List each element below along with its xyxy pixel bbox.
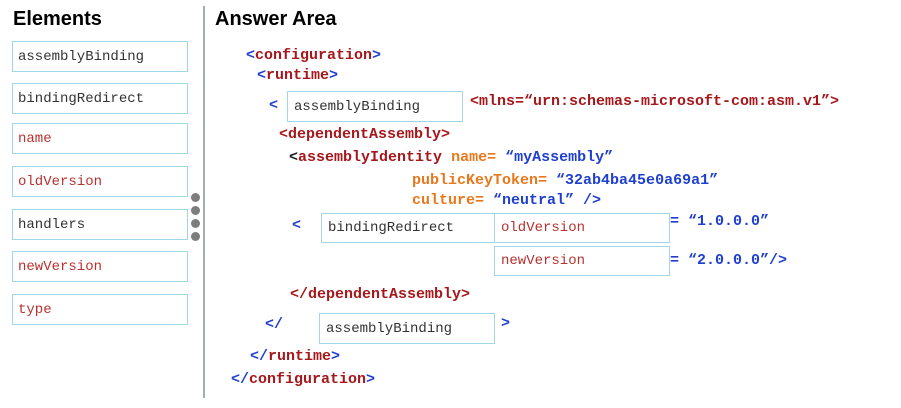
assembly-identity-line: <assemblyIdentity name= “myAssembly” — [289, 149, 613, 167]
public-key-token-line: publicKeyToken= “32ab4ba45e0a69a1” — [412, 172, 718, 190]
old-version-value: = “1.0.0.0” — [670, 213, 770, 230]
identity-name-value: “myAssembly” — [505, 149, 614, 166]
answer-target-binding-close[interactable]: assemblyBinding — [319, 313, 495, 344]
splitter-grip-icon[interactable] — [191, 219, 200, 228]
binding-open-lt: < — [269, 97, 279, 114]
redirect-lt: < — [292, 217, 302, 234]
elements-title: Elements — [13, 8, 102, 30]
xmlns-attribute: <mlns=“urn:schemas-microsoft-com:asm.v1”… — [470, 93, 840, 110]
culture-line: culture= “neutral” /> — [412, 192, 601, 210]
answer-target-binding-open[interactable]: assemblyBinding — [287, 91, 463, 122]
dependent-assembly-open-tag: <dependentAssembly> — [279, 126, 451, 143]
element-oldversion[interactable]: oldVersion — [12, 166, 188, 197]
culture-value: “neutral” /> — [493, 192, 602, 209]
token-value: “32ab4ba45e0a69a1” — [556, 172, 719, 189]
identity-name-attr: name= — [451, 149, 497, 166]
identity-lt: < — [289, 149, 299, 166]
configuration-open-tag: <configuration> — [246, 47, 382, 64]
splitter-grip-icon[interactable] — [191, 206, 200, 215]
panel-divider[interactable] — [203, 6, 205, 398]
answer-target-new-version[interactable]: newVersion — [494, 246, 670, 276]
token-attr: publicKeyToken= — [412, 172, 548, 189]
answer-target-old-version[interactable]: oldVersion — [494, 213, 670, 243]
binding-close-lt: </ — [265, 316, 284, 333]
element-newversion[interactable]: newVersion — [12, 251, 188, 282]
element-assemblybinding[interactable]: assemblyBinding — [12, 41, 188, 72]
new-version-value: = “2.0.0.0”/> — [670, 252, 788, 269]
dependent-assembly-close-tag: </dependentAssembly> — [290, 286, 471, 303]
element-handlers[interactable]: handlers — [12, 209, 188, 240]
element-bindingredirect[interactable]: bindingRedirect — [12, 83, 188, 114]
splitter-grip-icon[interactable] — [191, 193, 200, 202]
binding-close-gt: > — [501, 315, 511, 332]
runtime-open-tag: <runtime> — [257, 67, 339, 84]
answer-target-redirect[interactable]: bindingRedirect — [321, 213, 498, 243]
runtime-close-tag: </runtime> — [250, 348, 341, 365]
element-name[interactable]: name — [12, 123, 188, 154]
splitter-grip-icon[interactable] — [191, 232, 200, 241]
answer-area-title: Answer Area — [215, 8, 337, 30]
configuration-close-tag: </configuration> — [231, 371, 376, 388]
culture-attr: culture= — [412, 192, 485, 209]
identity-tag: assemblyIdentity — [298, 149, 443, 166]
element-type[interactable]: type — [12, 294, 188, 325]
